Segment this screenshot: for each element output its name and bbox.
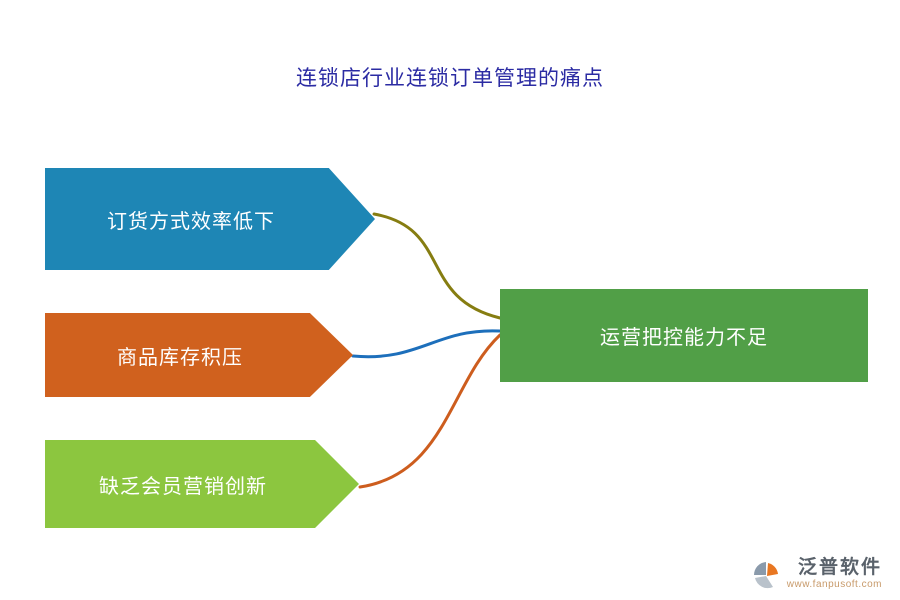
node-label: 商品库存积压 [117, 346, 243, 369]
node-member-marketing: 缺乏会员营销创新 [45, 440, 359, 528]
node-label: 运营把控能力不足 [600, 327, 768, 349]
fanpu-logo-icon [753, 562, 778, 589]
node-inventory-backlog: 商品库存积压 [45, 313, 353, 397]
node-label: 缺乏会员营销创新 [99, 475, 267, 498]
logo-website: www.fanpusoft.com [786, 578, 882, 590]
connector-middle-curve [351, 329, 502, 359]
connector-bottom-curve [358, 333, 502, 489]
page-title: 连锁店行业连锁订单管理的痛点 [296, 66, 604, 90]
node-label: 订货方式效率低下 [107, 210, 275, 233]
logo-brand-name: 泛普软件 [797, 557, 882, 578]
connector-top-curve [372, 212, 502, 320]
logo-text-block: 泛普软件 www.fanpusoft.com [786, 557, 882, 590]
node-ordering-inefficiency: 订货方式效率低下 [45, 168, 375, 270]
node-operation-control: 运营把控能力不足 [500, 289, 868, 382]
vendor-logo: 泛普软件 www.fanpusoft.com [751, 557, 882, 590]
